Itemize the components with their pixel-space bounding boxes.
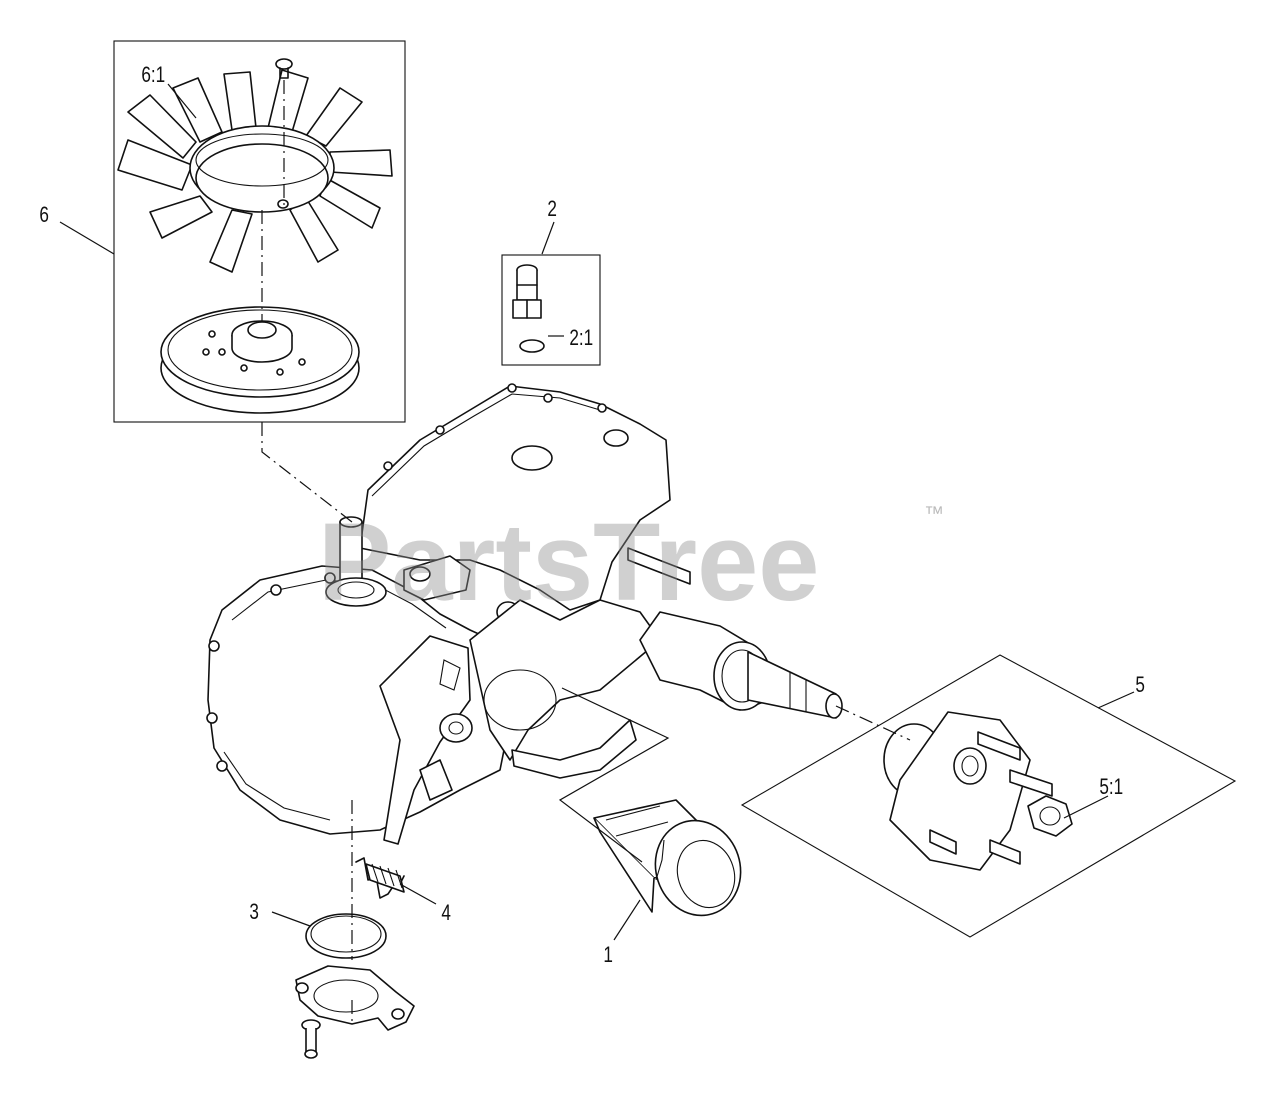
drive-pulley[interactable] [160,306,360,414]
group-5-frame [740,654,1237,938]
fitting-group[interactable] [501,254,601,366]
callout-3-leader [271,911,311,927]
callout-6-1: 6:1 [141,63,165,88]
callout-1-leader [613,899,641,941]
cover-o-ring[interactable] [305,913,387,959]
wheel-hub-group[interactable] [740,654,1237,938]
callout-1: 1 [603,943,613,968]
transaxle-housing[interactable] [206,383,843,845]
callout-2-leader [541,221,555,255]
fan-screw[interactable] [275,58,293,79]
watermark-trademark: ™ [924,503,944,525]
callout-3: 3 [249,900,259,925]
callout-4-leader [399,883,437,905]
callout-6-1-leader [167,83,197,119]
lug-nut[interactable] [1027,795,1073,837]
hose-fitting[interactable] [512,264,542,319]
wheel-hub[interactable] [883,711,1053,871]
callout-6-leader [59,221,115,255]
return-spring[interactable] [355,857,405,899]
shaft-alignment-line [261,422,353,523]
watermark-brand: PartsTree [318,501,819,624]
callout-5-1-leader [1063,795,1109,819]
cooling-fan[interactable] [117,69,393,273]
callout-5: 5 [1135,673,1145,698]
callout-2: 2 [547,197,557,222]
group-6-box [113,40,406,423]
fitting-o-ring[interactable] [519,339,545,353]
filter-leader-frame [558,687,670,863]
oil-filter[interactable] [593,799,753,927]
callout-4: 4 [441,901,451,926]
callout-5-leader [1097,691,1135,709]
callout-2-1: 2:1 [569,326,593,351]
group-2-box [501,254,601,366]
callout-5-1: 5:1 [1099,775,1123,800]
callout-6: 6 [39,203,49,228]
bottom-cover[interactable] [295,965,415,1031]
fan-pulley-group[interactable] [113,40,406,423]
cover-bolt[interactable] [301,1019,321,1059]
